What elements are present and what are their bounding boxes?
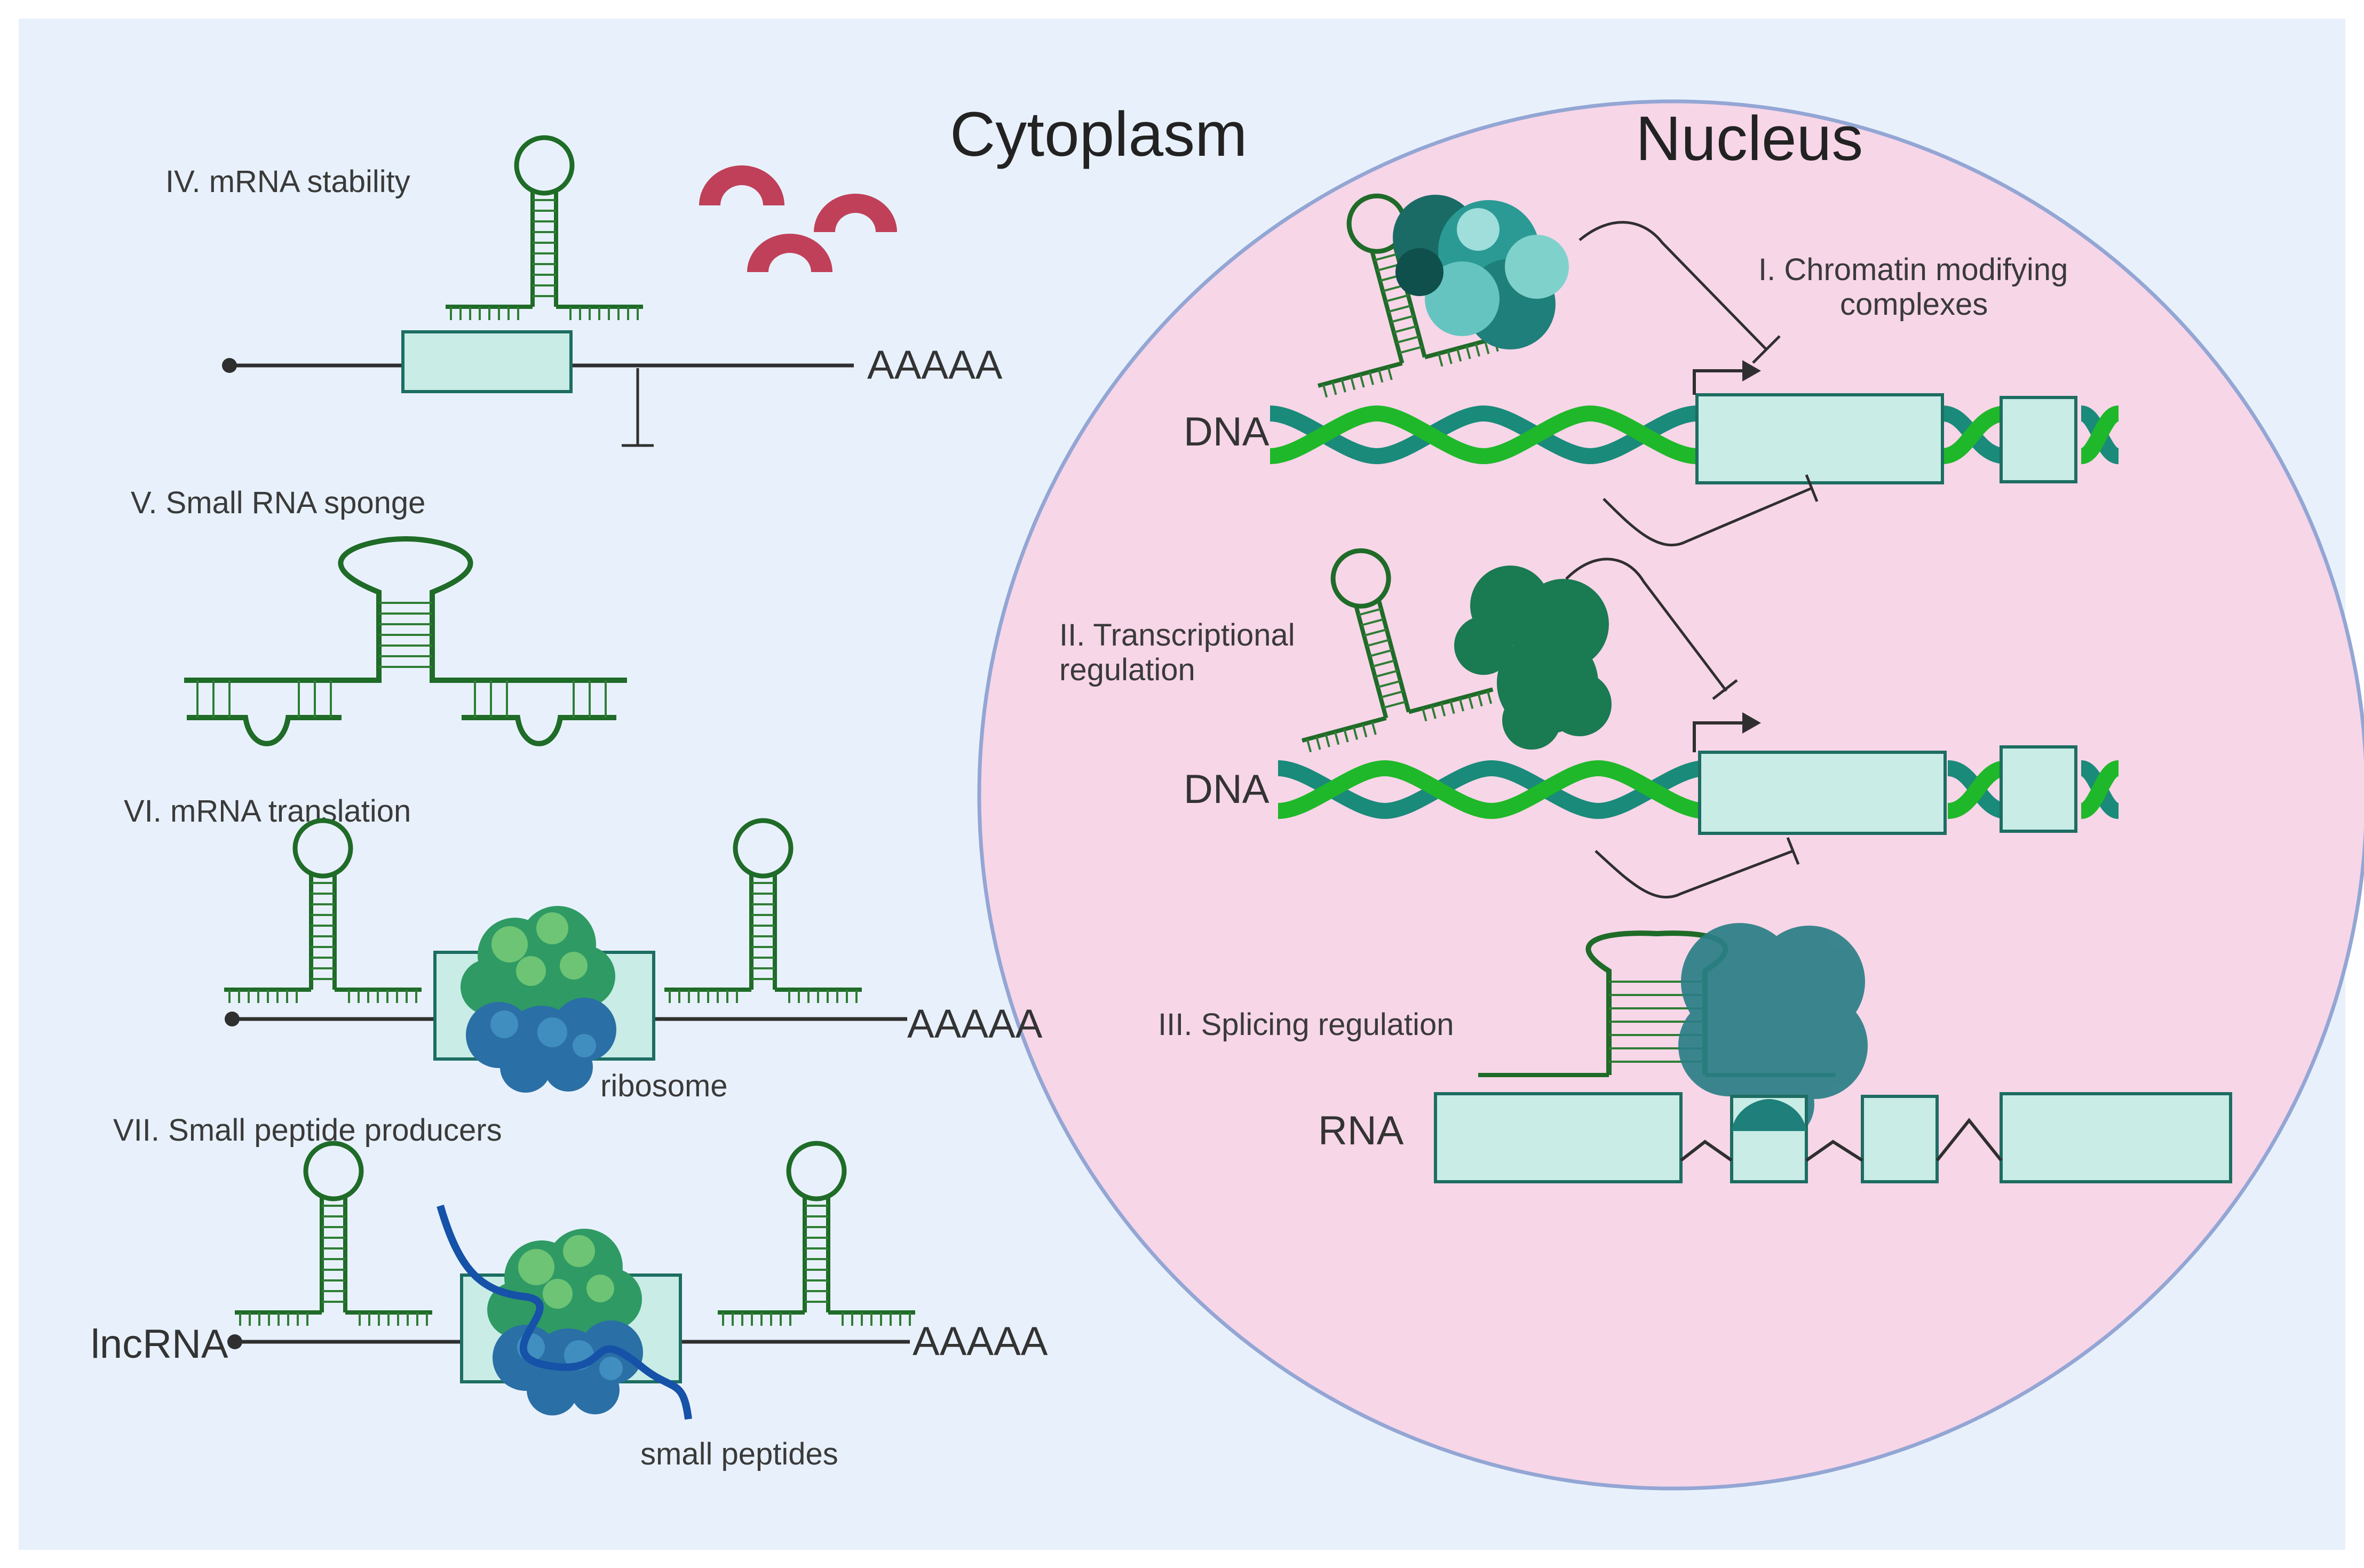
mrna-translation-panel: VI. mRNA translation AAAAA ribosome [124, 794, 1043, 1103]
mrna-stability-label: IV. mRNA stability [165, 164, 410, 199]
translation-label: VI. mRNA translation [124, 794, 411, 829]
splicing-panel: III. Splicing regulation RNA [1158, 923, 2232, 1183]
cytoplasm-title: Cytoplasm [950, 99, 1247, 170]
intron-line [1680, 1140, 1733, 1162]
transcriptional-label-line2: regulation [1059, 652, 1195, 687]
five-prime-cap-dot [227, 1334, 242, 1349]
gene-exon-box [2000, 745, 2077, 833]
nucleus-title: Nucleus [1636, 104, 1863, 174]
gene-exon-box [1695, 393, 1944, 484]
mrna-stability-panel: IV. mRNA stability AAAAA [165, 138, 1003, 447]
dna-label: DNA [1184, 409, 1270, 455]
small-peptide-chain-icon [437, 1205, 692, 1420]
chromatin-panel: I. Chromatin modifying complexes DNA [1184, 171, 2121, 547]
splicing-factor-icon [1678, 923, 1868, 1142]
dna-helix-icon [1941, 405, 2121, 464]
rna-binding-protein-icon [699, 165, 897, 272]
peptides-label: VII. Small peptide producers [113, 1113, 502, 1148]
polya-tail: AAAAA [867, 343, 1003, 388]
gene-exon-box [2000, 396, 2077, 483]
transcriptional-label-line1: II. Transcriptional [1059, 618, 1295, 652]
transcription-factor-icon [1454, 566, 1612, 750]
exon-box [401, 330, 573, 393]
ribosome-label: ribosome [600, 1069, 728, 1103]
sponge-rna-icon [184, 536, 627, 746]
five-prime-cap-dot [225, 1012, 240, 1026]
splicing-label: III. Splicing regulation [1158, 1007, 1454, 1042]
transcriptional-panel: II. Transcriptional regulation DNA [1059, 526, 2121, 899]
lncrna-label: lncRNA [91, 1322, 228, 1367]
small-peptide-panel: VII. Small peptide producers lncRNA AAAA… [91, 1113, 1048, 1471]
tss-arrow [1693, 721, 1756, 752]
chromatin-complex-icon [1393, 195, 1569, 349]
rna-exon-box [1861, 1095, 1939, 1183]
sponge-label: V. Small RNA sponge [131, 485, 425, 520]
small-peptides-label: small peptides [640, 1437, 838, 1471]
polya-tail: AAAAA [913, 1319, 1048, 1364]
tss-arrow [1693, 369, 1756, 395]
dna-helix-icon [1947, 760, 2121, 819]
intron-line [1935, 1118, 2003, 1161]
intron-line [1805, 1140, 1863, 1162]
small-rna-sponge-panel: V. Small RNA sponge [131, 485, 627, 746]
rna-exon-box [1434, 1092, 1683, 1183]
rna-exon-box [2000, 1092, 2232, 1183]
gene-exon-box [1698, 751, 1947, 835]
polya-tail: AAAAA [907, 1001, 1043, 1047]
five-prime-cap-dot [222, 358, 237, 373]
dna-label: DNA [1184, 767, 1270, 812]
chromatin-label-line2: complexes [1840, 287, 1988, 322]
chromatin-label-line1: I. Chromatin modifying [1758, 252, 2068, 287]
rna-label: RNA [1318, 1108, 1404, 1153]
